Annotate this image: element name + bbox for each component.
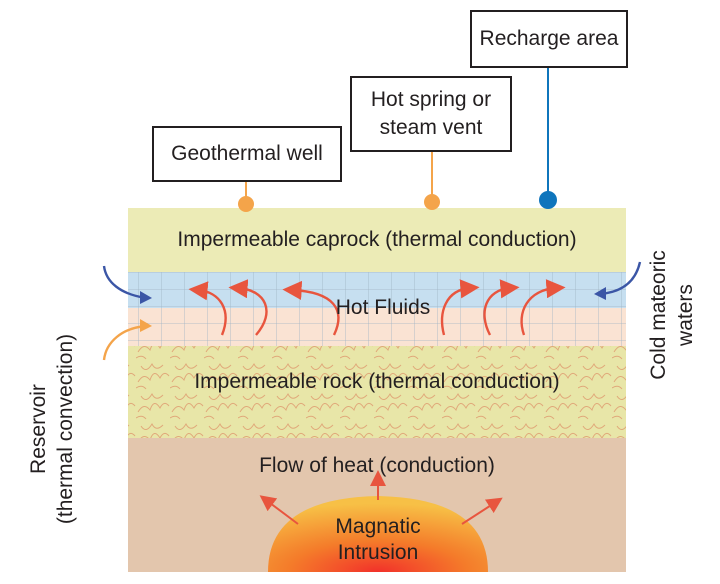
geothermal-well-marker xyxy=(238,196,254,212)
hot-spring-label-line1: Hot spring or xyxy=(370,88,492,111)
reservoir-line1: Reservoir xyxy=(27,384,50,474)
hot-fluids-label: Hot Fluids xyxy=(335,296,431,319)
geothermal-well-label: Geothermal well xyxy=(171,142,323,165)
convection-arrow-1 xyxy=(188,281,227,336)
recharge-area-label: Recharge area xyxy=(479,27,619,50)
convection-arrow-3 xyxy=(282,280,340,336)
cold-water-arrowhead-right xyxy=(594,287,606,300)
convection-arrow-4 xyxy=(440,279,480,336)
hot-spring-label-line2: steam vent xyxy=(379,116,483,139)
reservoir-inflow-arrowhead xyxy=(140,319,152,332)
heat-flow-label: Flow of heat (conduction) xyxy=(259,454,495,477)
cold-waters-line1: Cold mateoric xyxy=(647,250,670,380)
intrusion-label-line2: Intrusion xyxy=(337,541,419,564)
heat-arrow-right xyxy=(461,497,503,525)
magmatic-intrusion-dome xyxy=(268,496,488,572)
hot-spring-callout: Hot spring or steam vent xyxy=(350,76,512,152)
cold-water-arrowhead-left xyxy=(140,291,152,304)
hot-spring-marker xyxy=(424,194,440,210)
heat-arrow-left xyxy=(259,495,299,525)
intrusion-label-line1: Magnatic xyxy=(335,515,421,538)
convection-arrow-6 xyxy=(520,279,566,336)
intrusion-label: Magnatic Intrusion xyxy=(298,514,458,566)
convection-arrow-5 xyxy=(483,279,520,336)
cold-waters-line2: waters xyxy=(674,284,697,346)
caprock-label: Impermeable caprock (thermal conduction) xyxy=(177,228,577,251)
convection-arrows xyxy=(188,279,566,336)
fluid-grid xyxy=(128,272,626,346)
reservoir-line2: (thermal convection) xyxy=(54,333,77,525)
cold-water-arrow-left xyxy=(102,265,147,300)
rock-crackle-texture xyxy=(128,346,626,438)
recharge-area-callout: Recharge area xyxy=(470,10,628,68)
convection-arrow-2 xyxy=(228,279,268,336)
caprock-layer xyxy=(128,208,626,272)
reservoir-label: Reservoir (thermal convection) xyxy=(25,329,79,529)
recharge-marker xyxy=(539,191,557,209)
rock-label: Impermeable rock (thermal conduction) xyxy=(194,370,560,393)
geothermal-well-callout: Geothermal well xyxy=(152,126,342,182)
cold-meteoric-waters-label: Cold mateoric waters xyxy=(645,235,699,395)
heat-arrows xyxy=(259,470,503,525)
